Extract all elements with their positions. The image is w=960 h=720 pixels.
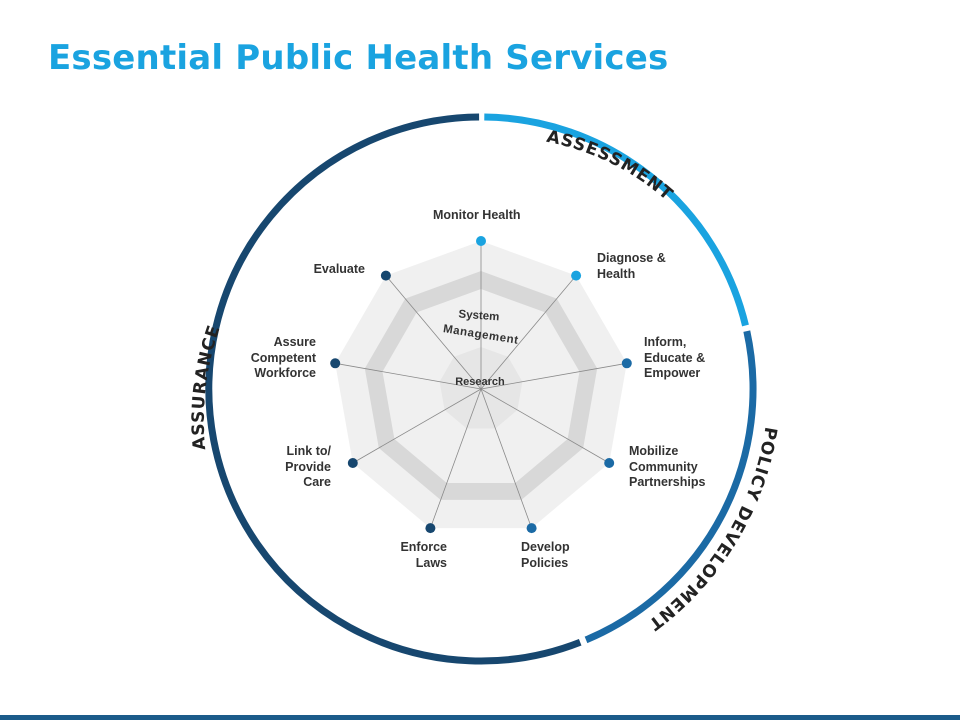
spoke-line [352,388,482,464]
service-dot [604,458,615,468]
service-label-line: Empower [644,366,701,380]
spoke-line [480,362,627,390]
research-label: Research [455,376,505,388]
spoke-line [335,362,482,390]
service-label-line: Health [597,266,636,281]
service-label-line: Community [629,459,698,474]
service-label-line: Mobilize [629,444,679,458]
service-label: Inform,Educate &Empower [644,335,705,382]
service-markers [330,236,632,534]
service-label-line: Policies [521,555,569,570]
spoke-line [385,275,482,390]
assurance-arc [205,113,582,665]
assurance-label: ASSURANCE [189,322,225,450]
assessment-label: ASSESSMENT [545,127,677,205]
service-dot [425,523,436,534]
service-label-line: Enforce [400,540,447,554]
service-label-line: Link to/ [286,444,331,458]
service-label-line: Laws [415,555,447,570]
assessment-arc [484,113,749,327]
service-label-line: Evaluate [313,262,365,276]
service-label-line: Diagnose & [597,251,666,265]
service-label-line: Inform, [644,335,687,349]
service-label-line: Provide [285,459,331,474]
service-dot [347,458,358,468]
spoke-line [480,388,610,464]
service-label-line: Educate & [644,350,706,365]
service-label-line: Monitor Health [433,208,521,222]
service-dot [330,358,341,369]
service-dot [380,270,391,281]
service-dot [571,270,582,281]
page-title: Essential Public Health Services [48,38,669,78]
service-dot [621,358,632,369]
bottom-accent-bar [0,715,960,720]
service-label-line: Care [303,475,331,489]
service-label: Evaluate [314,262,365,278]
spoke-line [480,388,532,529]
service-label-line: Assure [273,335,316,349]
spokes [335,241,627,529]
service-label-line: Develop [521,540,570,554]
service-label-line: Partnerships [629,475,706,489]
spoke-line [480,275,577,390]
spoke-line [430,388,482,529]
service-label-line: Competent [250,350,316,365]
service-dot [526,523,537,534]
service-dot [476,236,486,246]
policy-development-arc [584,330,757,644]
service-label-line: Workforce [254,366,316,380]
service-label: Monitor Health [433,208,521,224]
service-label: Diagnose &Health [597,251,666,282]
system-word-label: System [458,309,500,324]
